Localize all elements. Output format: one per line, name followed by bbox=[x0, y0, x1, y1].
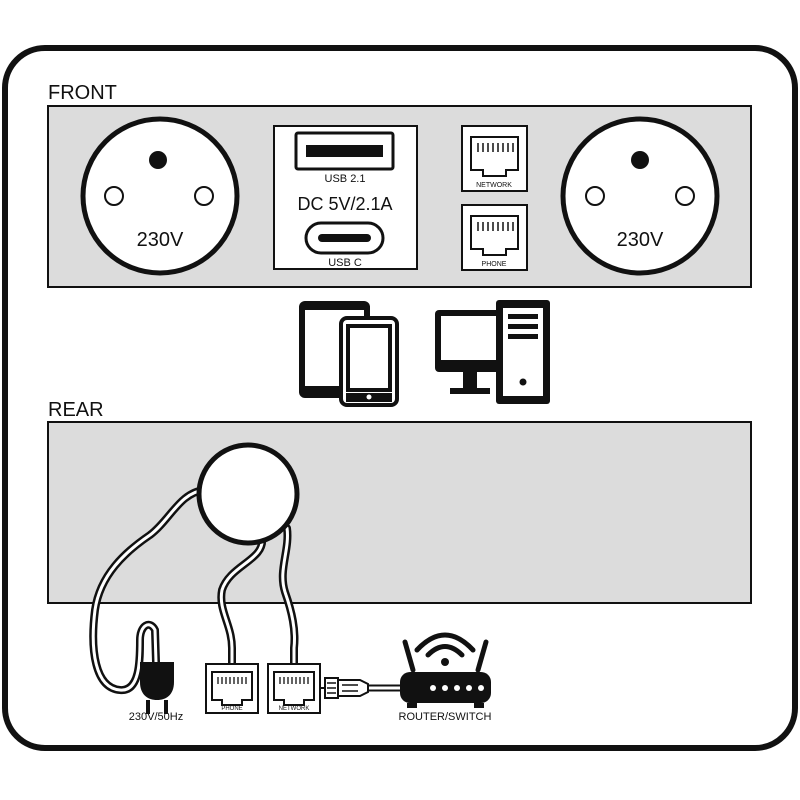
front-phone-jack: PHONE bbox=[461, 204, 528, 271]
socket-earth-pin-icon bbox=[149, 151, 167, 169]
usb-a-port-icon bbox=[294, 131, 395, 171]
rj45-port-icon bbox=[273, 671, 315, 706]
power-plug-label: 230V/50Hz bbox=[129, 711, 183, 723]
usb-a-label: USB 2.1 bbox=[325, 173, 366, 185]
power-plug-icon bbox=[140, 662, 174, 714]
power-socket-left: 230V bbox=[80, 116, 240, 276]
power-socket-right: 230V bbox=[560, 116, 720, 276]
cable-hub-circle bbox=[196, 442, 300, 546]
front-panel: 230V USB 2.1 DC 5V/2.1A USB C bbox=[47, 105, 752, 288]
desktop-computer-icon bbox=[435, 300, 550, 404]
usb-output-spec: DC 5V/2.1A bbox=[297, 194, 392, 214]
socket-hole-icon bbox=[104, 186, 124, 206]
rj11-port-icon bbox=[470, 215, 519, 256]
rear-section-label: REAR bbox=[48, 399, 104, 421]
front-network-label: NETWORK bbox=[476, 182, 512, 189]
usb-c-label: USB C bbox=[328, 257, 362, 269]
socket-hole-icon bbox=[194, 186, 214, 206]
socket-voltage-label: 230V bbox=[137, 229, 184, 251]
front-network-jack: NETWORK bbox=[461, 125, 528, 192]
front-phone-label: PHONE bbox=[482, 261, 507, 268]
tablet-smartphone-icon bbox=[299, 301, 399, 407]
socket-earth-pin-icon bbox=[631, 151, 649, 169]
rear-network-label: NETWORK bbox=[279, 706, 310, 712]
socket-hole-icon bbox=[675, 186, 695, 206]
usb-charger-module: USB 2.1 DC 5V/2.1A USB C bbox=[273, 125, 418, 270]
rear-cables bbox=[89, 486, 404, 694]
router-label: ROUTER/SWITCH bbox=[399, 711, 492, 723]
ethernet-connector-icon bbox=[324, 677, 369, 699]
rear-phone-jack: PHONE bbox=[205, 663, 259, 714]
router-icon bbox=[400, 632, 491, 708]
front-section-label: FRONT bbox=[48, 82, 117, 104]
rear-phone-label: PHONE bbox=[221, 706, 242, 712]
socket-voltage-label: 230V bbox=[617, 229, 664, 251]
rear-network-jack: NETWORK bbox=[267, 663, 321, 714]
rear-panel bbox=[47, 421, 752, 604]
rj45-port-icon bbox=[470, 136, 519, 177]
usb-c-port-icon bbox=[304, 221, 385, 255]
rj11-port-icon bbox=[211, 671, 253, 706]
socket-hole-icon bbox=[585, 186, 605, 206]
